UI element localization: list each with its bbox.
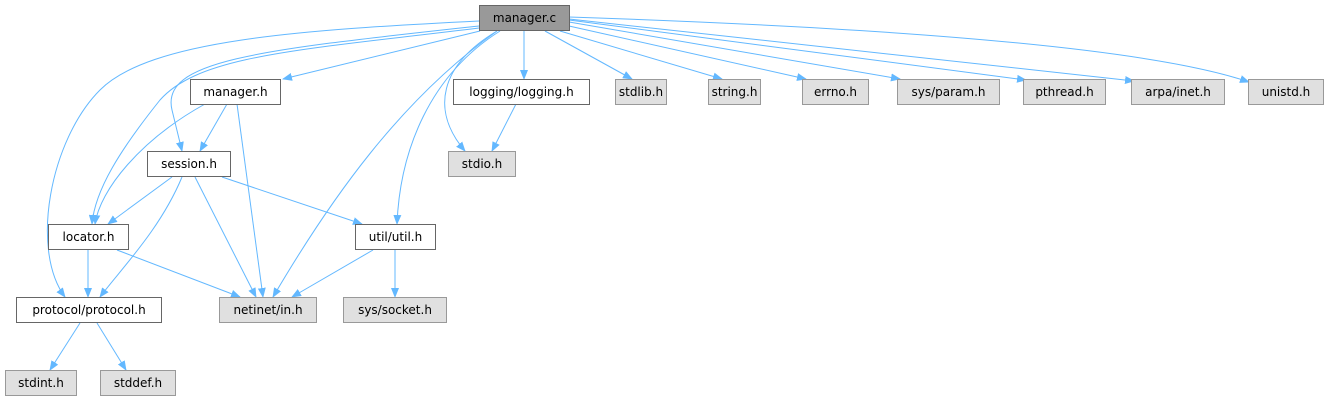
edge-session-h-to-util-h <box>221 176 363 225</box>
edge-manager-c-to-unistd-h <box>568 16 1250 83</box>
edge-protocol-h-to-stdint-h <box>49 322 81 371</box>
edge-manager-c-to-locator-h <box>88 27 480 225</box>
edge-manager-c-to-arpa-inet-h <box>568 18 1135 84</box>
edge-manager-c-to-util-h <box>393 30 501 225</box>
node-locator-h[interactable]: locator.h <box>48 224 129 250</box>
node-unistd-h[interactable]: unistd.h <box>1248 79 1324 105</box>
edge-session-h-to-locator-h <box>107 176 173 225</box>
edge-manager-c-to-stdio-h <box>444 30 498 152</box>
node-errno-h[interactable]: errno.h <box>802 79 869 105</box>
node-pthread-h[interactable]: pthread.h <box>1023 79 1106 105</box>
edge-locator-h-to-netinet-in-h <box>116 249 241 298</box>
node-string-h[interactable]: string.h <box>708 79 761 105</box>
node-util-h[interactable]: util/util.h <box>355 224 436 250</box>
node-session-h[interactable]: session.h <box>147 151 231 177</box>
node-protocol-h[interactable]: protocol/protocol.h <box>16 297 162 323</box>
node-stdio-h[interactable]: stdio.h <box>448 151 516 177</box>
edge-session-h-to-netinet-in-h <box>194 176 257 298</box>
edge-manager-c-to-protocol-h <box>47 20 480 298</box>
edge-manager-c-to-pthread-h <box>568 19 1027 83</box>
edge-util-h-to-netinet-in-h <box>291 249 374 298</box>
edge-manager-c-to-stdlib-h <box>544 30 633 80</box>
node-stdlib-h[interactable]: stdlib.h <box>615 79 667 105</box>
node-logging-h[interactable]: logging/logging.h <box>453 79 590 105</box>
edge-manager-c-to-session-h <box>170 25 480 152</box>
edge-logging-h-to-stdio-h <box>491 103 517 152</box>
node-arpa-inet-h[interactable]: arpa/inet.h <box>1131 79 1225 105</box>
node-sys-socket-h[interactable]: sys/socket.h <box>343 297 447 323</box>
edge-manager-h-to-session-h <box>199 103 228 152</box>
edge-manager-c-to-manager-h <box>282 30 481 81</box>
node-stddef-h[interactable]: stddef.h <box>100 370 176 396</box>
node-sys-param-h[interactable]: sys/param.h <box>897 79 1000 105</box>
edge-protocol-h-to-stddef-h <box>96 322 127 371</box>
edge-session-h-to-protocol-h <box>99 176 183 298</box>
node-manager-h[interactable]: manager.h <box>190 79 281 105</box>
edge-manager-c-to-netinet-in-h <box>272 30 498 298</box>
node-netinet-in-h[interactable]: netinet/in.h <box>219 297 317 323</box>
edge-manager-c-to-errno-h <box>568 25 807 81</box>
edge-manager-h-to-netinet-in-h <box>236 103 266 298</box>
edge-manager-c-to-sys-param-h <box>568 21 901 82</box>
edge-manager-c-to-string-h <box>559 30 723 81</box>
node-stdint-h[interactable]: stdint.h <box>5 370 77 396</box>
node-manager-c[interactable]: manager.c <box>479 5 570 31</box>
edge-manager-h-to-locator-h <box>92 103 206 225</box>
